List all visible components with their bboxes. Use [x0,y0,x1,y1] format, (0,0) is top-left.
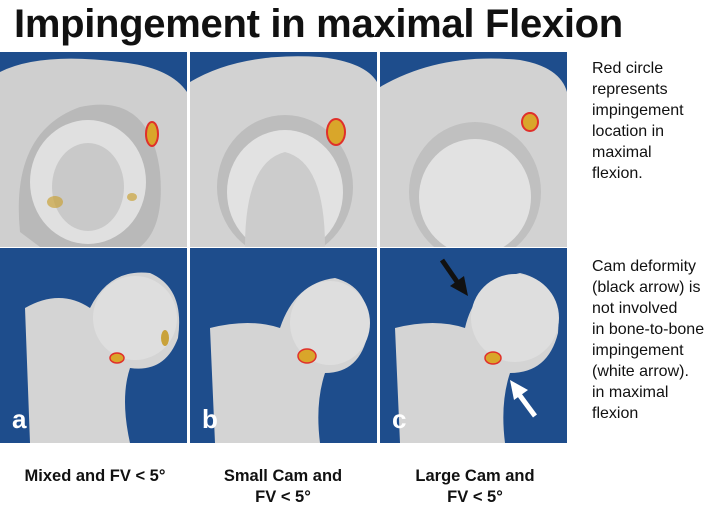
caption-a: Mixed and FV < 5° [24,467,166,485]
femur-image-c [380,248,567,443]
caption-b: Small Cam and FV < 5° [223,467,343,506]
impingement-note: Red circle represents impingement locati… [592,60,684,182]
impingement-marker-icon [326,118,346,146]
white-arrow-icon [510,380,538,418]
contact-area-icon [297,348,317,364]
acetabulum-view-b [190,52,377,247]
impingement-marker-icon [145,121,159,147]
panel-letter-b: b [202,404,218,434]
acetabulum-image-a [0,52,187,247]
femur-view-c: c [380,248,567,443]
femur-view-b: b [190,248,377,443]
acetabulum-image-c [380,52,567,247]
femur-image-a [0,248,187,443]
acetabulum-view-a [0,52,187,247]
femur-image-b [190,248,377,443]
acetabulum-image-b [190,52,377,247]
contact-area-icon [484,351,502,365]
caption-c: Large Cam and FV < 5° [415,467,535,506]
contact-area-icon [109,352,125,364]
panel-letter-a: a [12,404,27,434]
cam-deformity-note: Cam deformity (black arrow) is not invol… [592,258,705,422]
black-arrow-icon [439,258,468,296]
impingement-marker-icon [521,112,539,132]
panel-letter-c: c [392,404,407,434]
femur-view-a: a [0,248,187,443]
page-title: Impingement in maximal Flexion [14,2,623,46]
acetabulum-view-c [380,52,567,247]
